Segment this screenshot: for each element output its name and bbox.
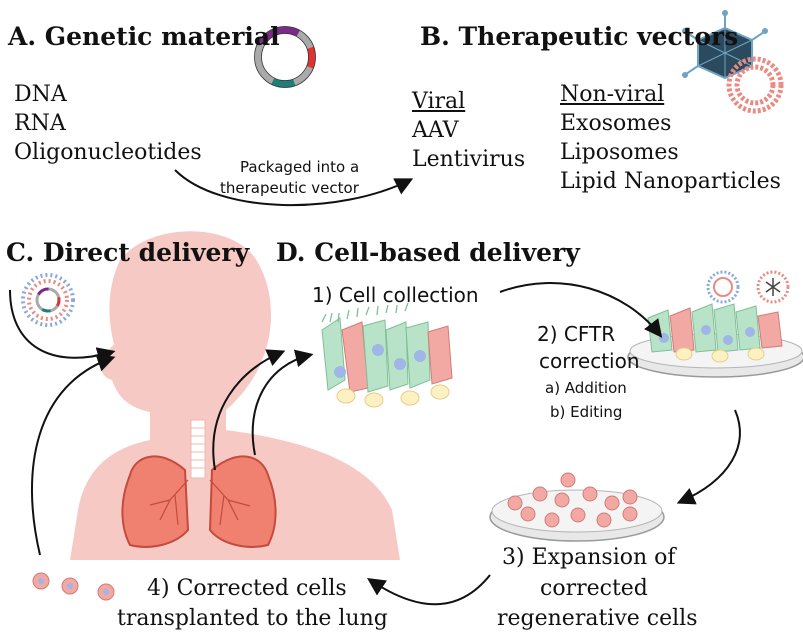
nanoparticle-icon (21, 273, 75, 327)
viral-item-lentivirus: Lentivirus (412, 147, 526, 172)
genetic-item-rna: RNA (14, 111, 66, 136)
arrow-lung-to-collection (212, 349, 286, 471)
step2-label-line1: 2) CFTR (537, 322, 616, 346)
arrow-step2-to-step3 (676, 409, 741, 505)
viral-header: Viral (412, 89, 466, 114)
arrow-collection-to-body (251, 349, 314, 456)
step3-label-line2: corrected (540, 576, 648, 601)
step2-label-line2: correction (539, 349, 640, 373)
step1-label: 1) Cell collection (312, 283, 479, 307)
correction-dish (627, 303, 803, 378)
step3-label-line3: regenerative cells (497, 606, 698, 631)
lungs (121, 455, 277, 548)
genetic-item-dna: DNA (14, 82, 67, 107)
nonviral-item-exosomes: Exosomes (560, 111, 672, 136)
arrow-packaged (174, 169, 414, 207)
step4-label-line1: 4) Corrected cells (147, 576, 347, 601)
transplant-cells (32, 572, 115, 601)
liposome-icon (726, 56, 784, 114)
arrow-step3-to-step4 (367, 574, 491, 606)
nonviral-item-lipid-nanoparticles: Lipid Nanoparticles (560, 169, 781, 194)
section-d-title: D. Cell-based delivery (276, 238, 580, 267)
step4-label-line2: transplanted to the lung (117, 606, 388, 631)
nonviral-item-liposomes: Liposomes (560, 140, 679, 165)
viral-item-aav: AAV (412, 118, 459, 143)
step3-label-line1: 3) Expansion of (502, 545, 676, 570)
section-a-title: A. Genetic material (8, 22, 280, 51)
packaged-note-line2: therapeutic vector (220, 179, 359, 197)
nonviral-header: Non-viral (560, 82, 665, 107)
trachea (190, 419, 206, 479)
genetic-item-oligonucleotides: Oligonucleotides (14, 140, 202, 165)
expanded-cells (507, 472, 638, 528)
packaged-note-line1: Packaged into a (240, 158, 360, 176)
flow-arrows (9, 169, 741, 606)
transplant-cell-nuclei (38, 578, 109, 595)
section-b-title: B. Therapeutic vectors (420, 22, 739, 51)
vector-particles-icon (706, 270, 790, 304)
arrow-step4-to-body (30, 354, 116, 556)
arrow-direct (9, 289, 116, 365)
step2-sub-addition: a) Addition (545, 379, 627, 397)
step2-sub-editing: b) Editing (550, 403, 623, 421)
virus-capsid-icon (682, 10, 768, 80)
plasmid-icon (254, 26, 316, 88)
collected-cells (321, 302, 453, 408)
section-c-title: C. Direct delivery (6, 238, 250, 267)
arrow-step1-to-step2 (499, 282, 663, 338)
